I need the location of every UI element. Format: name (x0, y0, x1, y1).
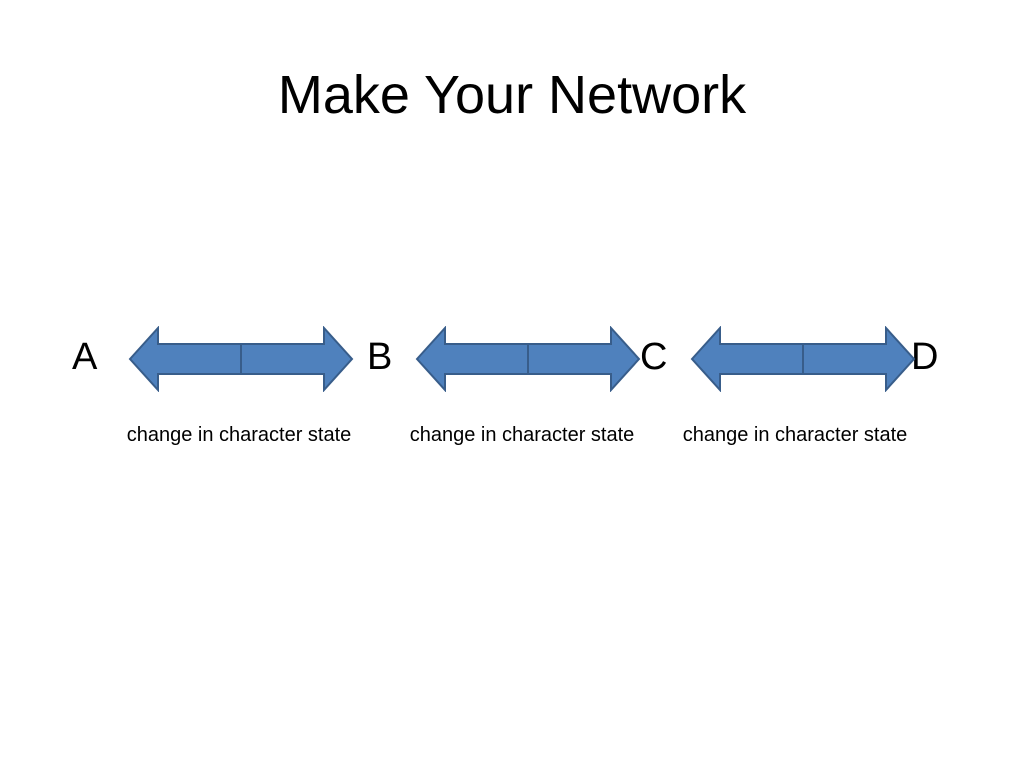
node-b: B (367, 336, 393, 378)
edge-label-c-d: change in character state (682, 424, 908, 446)
double-arrow-icon (415, 326, 641, 392)
double-arrow-icon (690, 326, 916, 392)
slide-title: Make Your Network (277, 65, 747, 125)
node-c: C (640, 336, 668, 378)
node-a: A (72, 336, 98, 378)
node-d: D (911, 336, 939, 378)
double-arrow-icon (128, 326, 354, 392)
edge-label-a-b: change in character state (126, 424, 352, 446)
edge-label-b-c: change in character state (409, 424, 635, 446)
